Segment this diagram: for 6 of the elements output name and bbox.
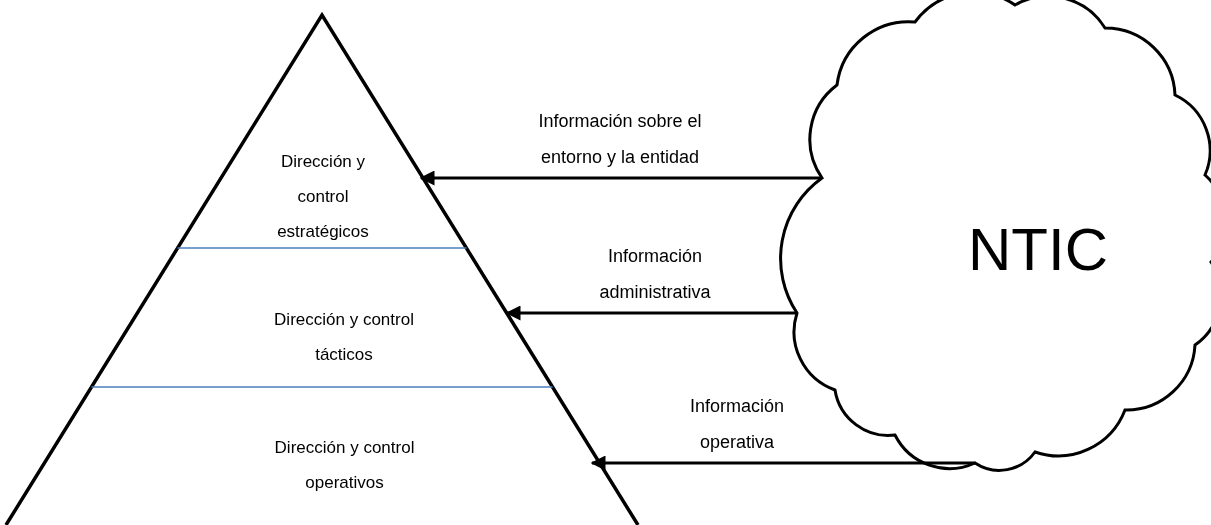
- level-label: Dirección y control estratégicos: [276, 150, 370, 243]
- cloud-label: NTIC: [968, 220, 1108, 280]
- level-label: Dirección y control operativos: [273, 437, 416, 494]
- level-label: Dirección y control tácticos: [273, 308, 415, 366]
- arrow: [590, 455, 975, 471]
- arrow: [505, 305, 797, 321]
